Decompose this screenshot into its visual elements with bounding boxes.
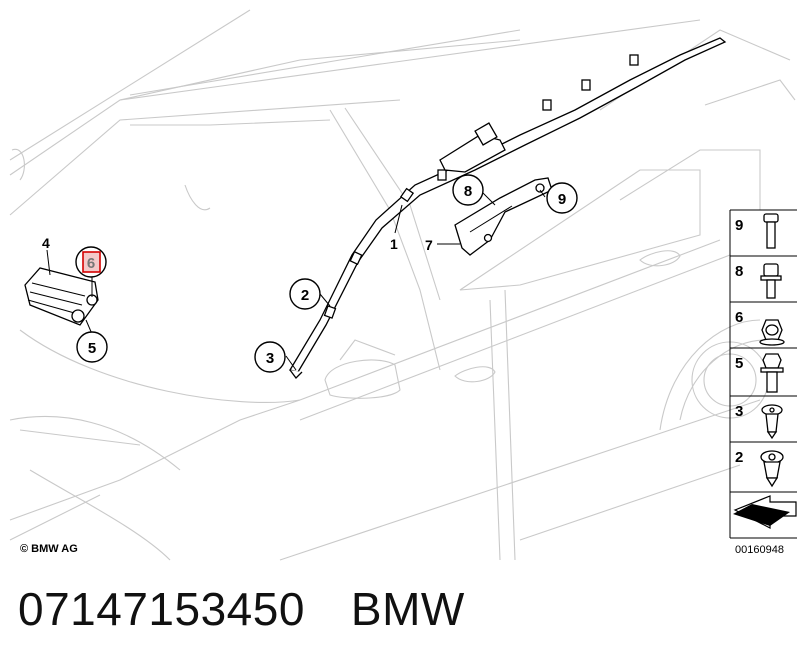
nut-icon	[759, 319, 785, 346]
callout-6-highlighted[interactable]: 6	[75, 246, 107, 278]
svg-text:7: 7	[425, 237, 433, 253]
svg-text:2: 2	[735, 449, 743, 466]
brand-name: BMW	[350, 583, 465, 635]
leader-lines	[46, 189, 546, 371]
car-body-outline	[9, 9, 796, 561]
svg-text:8: 8	[464, 183, 472, 200]
legend-item-2: 2	[735, 449, 784, 488]
copyright: © BMW AG	[20, 543, 78, 555]
callout-7: 7	[425, 237, 433, 253]
legend-item-5: 5	[735, 353, 784, 393]
svg-text:1: 1	[390, 236, 398, 252]
svg-text:6: 6	[87, 255, 95, 272]
svg-text:2: 2	[301, 287, 309, 304]
curtain-airbag-part-1	[288, 37, 727, 379]
callout-1: 1	[390, 236, 398, 252]
airbag-module-part-4	[24, 267, 99, 326]
svg-text:5: 5	[735, 355, 743, 372]
svg-text:9: 9	[735, 217, 743, 234]
fastener-legend: 9 8 6 5	[729, 209, 797, 556]
screw-icon	[760, 263, 782, 299]
callout-4: 4	[42, 235, 50, 251]
legend-item-3: 3	[735, 403, 783, 440]
svg-text:8: 8	[735, 263, 743, 280]
svg-text:4: 4	[42, 235, 50, 251]
part-caption: 07147153450 BMW	[18, 582, 465, 636]
svg-text:6: 6	[735, 309, 743, 326]
bolt-icon	[763, 213, 779, 249]
svg-text:9: 9	[558, 191, 566, 208]
expansion-clip-icon	[760, 450, 784, 488]
flange-bolt-icon	[760, 353, 784, 393]
legend-item-6: 6	[735, 309, 785, 346]
legend-item-9: 9	[735, 213, 779, 249]
callout-5[interactable]: 5	[76, 331, 108, 363]
svg-text:5: 5	[88, 340, 96, 357]
callout-3[interactable]: 3	[254, 341, 286, 373]
clip-icon	[761, 404, 783, 440]
legend-item-8: 8	[735, 263, 782, 299]
diagram-id: 00160948	[735, 544, 784, 556]
svg-text:3: 3	[735, 403, 743, 420]
part-number: 07147153450	[18, 583, 305, 635]
mounting-bracket-part-7	[454, 177, 553, 256]
callout-8[interactable]: 8	[452, 174, 484, 206]
svg-text:3: 3	[266, 350, 274, 367]
direction-arrow-icon	[733, 495, 797, 529]
callout-2[interactable]: 2	[289, 278, 321, 310]
callout-9[interactable]: 9	[546, 182, 578, 214]
